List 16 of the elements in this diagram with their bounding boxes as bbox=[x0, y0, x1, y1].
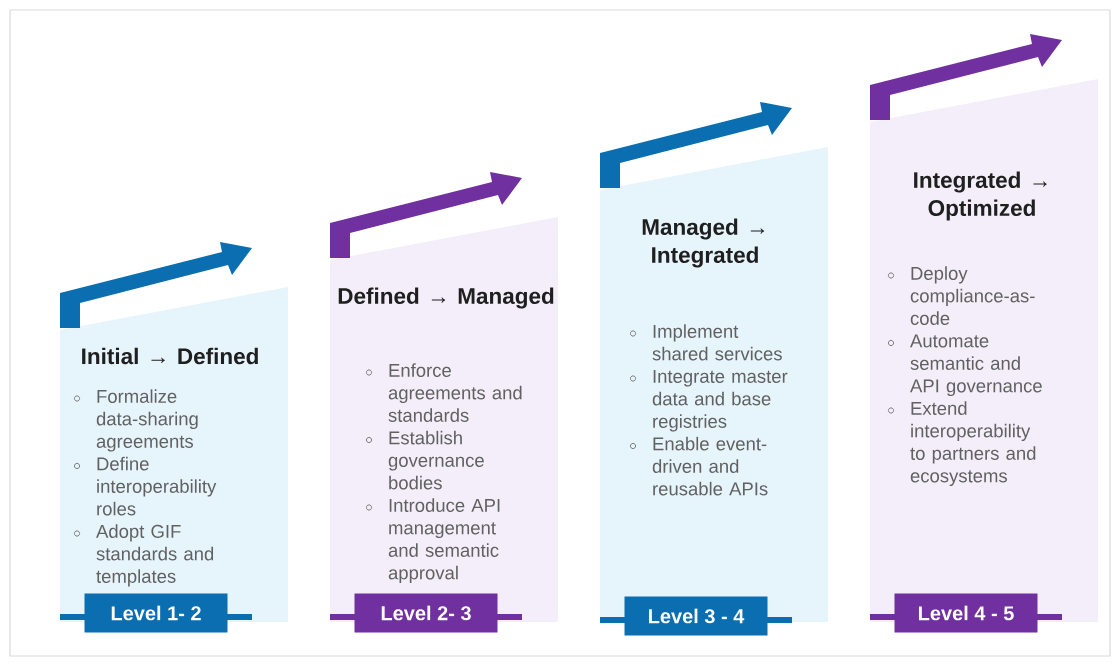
level-badge: Level 1- 2 bbox=[84, 593, 228, 633]
bullet-item: Implement shared services bbox=[652, 324, 782, 361]
level-badge: Level 2- 3 bbox=[354, 593, 498, 633]
bullet-item: Define interoperability roles bbox=[97, 456, 217, 516]
bullet-item: Enable event-driven and reusable APIs bbox=[652, 436, 768, 496]
bullet-item: Formalize data-sharing agreements bbox=[96, 389, 198, 452]
level-badge: Level 4 - 5 bbox=[894, 593, 1038, 633]
bullet-item: Extend interoperability to partners and ecosystems bbox=[910, 401, 1036, 487]
bullet-item: Integrate master data and base registries bbox=[652, 370, 788, 432]
bullet-item: Introduce API management and semantic approval bbox=[388, 498, 500, 584]
bullet-item: Establish governance bodies bbox=[388, 430, 484, 490]
bullet-item: Deploy compliance-as-code bbox=[910, 266, 1035, 325]
bullet-item: Adopt GIF standards and templates bbox=[96, 524, 214, 587]
level-badge: Level 3 - 4 bbox=[624, 596, 768, 636]
bullet-item: Enforce agreements and standards bbox=[388, 363, 522, 422]
bullet-item: Automate semantic and API governance bbox=[910, 334, 1042, 397]
